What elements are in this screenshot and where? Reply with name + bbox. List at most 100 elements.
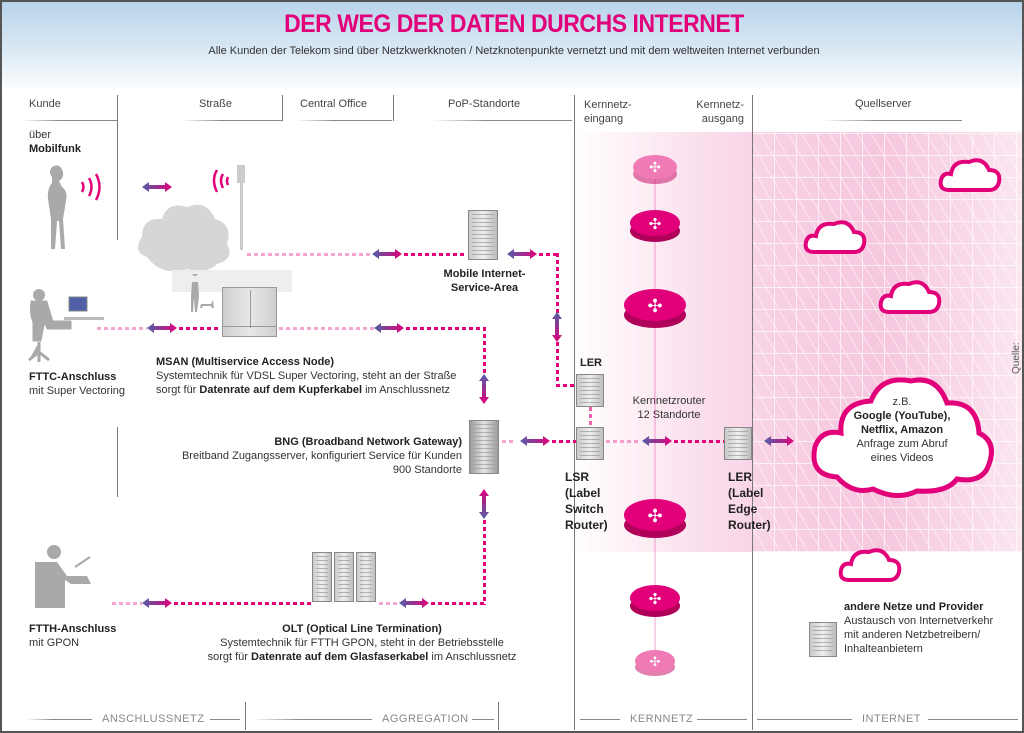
divider (22, 120, 117, 121)
bng-server-icon (469, 420, 499, 474)
lsr-server-icon (576, 427, 604, 460)
connection-line (431, 602, 486, 605)
divider (297, 120, 392, 121)
col-kernnetz-ausgang: Kernnetz- ausgang (696, 99, 744, 125)
ler-top-label: LER (580, 357, 602, 369)
connection-line (539, 253, 559, 256)
footer-aggregation: AGGREGATION (382, 713, 469, 725)
olt-rack-icon (312, 552, 332, 602)
man-at-computer-figure (28, 289, 104, 362)
connection-line (379, 602, 399, 605)
bidirectional-arrow-icon (520, 436, 550, 446)
divider (182, 120, 282, 121)
divider (928, 719, 1018, 720)
divider (472, 719, 494, 720)
connection-line (483, 327, 486, 375)
divider (822, 120, 962, 121)
router-icon: ✣ (630, 585, 680, 617)
col-central-office: Central Office (300, 98, 368, 110)
olt-description: OLT (Optical Line Termination) Systemtec… (207, 623, 517, 663)
connection-line (279, 327, 374, 330)
cloud-icon (803, 220, 867, 254)
msan-cabinet-icon (222, 287, 277, 337)
router-icon: ✣ (624, 289, 686, 328)
connection-line (556, 253, 559, 313)
provider-server-icon (809, 622, 837, 657)
connection-line (404, 253, 467, 256)
col-kunde: Kunde (29, 98, 61, 110)
woman-phone-figure (47, 165, 101, 249)
mobile-area-server-icon (468, 210, 498, 260)
cloud-icon (878, 280, 942, 314)
mobile-area-label: Mobile Internet- Service-Area (443, 268, 526, 294)
source-note: Quelle: Deutsche Telekom (1011, 331, 1024, 374)
divider (117, 95, 118, 240)
router-icon: ✣ (624, 499, 686, 538)
col-kernnetz-eingang: Kernnetz- eingang (584, 99, 632, 125)
divider (432, 120, 572, 121)
divider (252, 719, 372, 720)
other-networks-text: andere Netze und Provider Austausch von … (844, 601, 994, 655)
cloud-icon (938, 158, 1002, 192)
bidirectional-arrow-icon (142, 598, 172, 608)
divider (27, 719, 92, 720)
col-quellserver: Quellserver (855, 98, 912, 110)
kernnetzrouter-label: Kernnetzrouter 12 Standorte (632, 395, 706, 421)
main-cloud-icon (811, 377, 994, 498)
router-icon: ✣ (630, 210, 680, 242)
connection-line (606, 440, 641, 443)
router-icon: ✣ (633, 155, 677, 184)
bidirectional-arrow-icon (147, 323, 177, 333)
msan-description: MSAN (Multiservice Access Node) Systemte… (156, 356, 457, 396)
customer-ftth-label: FTTH-Anschluss mit GPON (29, 623, 117, 649)
ler-edge-label: LER (Label Edge Router) (728, 470, 771, 532)
lsr-label: LSR (Label Switch Router) (565, 470, 608, 532)
person-in-armchair-figure (35, 545, 91, 608)
bidirectional-arrow-icon (399, 598, 429, 608)
footer-kernnetz: KERNNETZ (630, 713, 694, 725)
ler-top-server-icon (576, 374, 604, 407)
cell-tower-icon (212, 165, 245, 250)
divider (498, 702, 499, 730)
divider (580, 719, 620, 720)
bidirectional-arrow-icon (142, 182, 172, 192)
customer-mobil-label: über Mobilfunk (29, 129, 81, 155)
footer-internet: INTERNET (862, 713, 921, 725)
divider (210, 719, 240, 720)
bidirectional-arrow-icon (552, 312, 562, 342)
connection-line (112, 602, 142, 605)
bidirectional-arrow-icon (642, 436, 672, 446)
olt-rack-icon (334, 552, 354, 602)
bidirectional-arrow-icon (764, 436, 794, 446)
svg-text:✣: ✣ (649, 591, 662, 608)
bidirectional-arrow-icon (479, 489, 489, 519)
connection-line (552, 440, 576, 443)
divider (282, 95, 283, 121)
connection-line (247, 253, 372, 256)
divider (757, 719, 852, 720)
connection-line (97, 327, 147, 330)
divider (752, 95, 753, 730)
page-subtitle: Alle Kunden der Telekom sind über Netzkw… (208, 45, 820, 57)
connection-line (556, 384, 576, 387)
person-with-dog-icon (191, 274, 214, 312)
ler-edge-server-icon (724, 427, 752, 460)
col-pop: PoP-Standorte (448, 98, 521, 110)
connection-line (174, 602, 312, 605)
bidirectional-arrow-icon (372, 249, 402, 259)
connection-line (556, 342, 559, 384)
connection-line (674, 440, 724, 443)
houses-illustration (172, 270, 292, 292)
bidirectional-arrow-icon (374, 323, 404, 333)
connection-line (589, 407, 592, 427)
svg-text:✣: ✣ (647, 506, 662, 526)
connection-line (179, 327, 221, 330)
divider (245, 702, 246, 730)
divider (117, 427, 118, 497)
connection-line (483, 520, 486, 605)
core-router-chain: ✣ ✣ ✣ ✣ ✣ ✣ (624, 155, 686, 676)
cloud-icon (838, 548, 902, 582)
svg-text:✣: ✣ (649, 216, 662, 233)
bidirectional-arrow-icon (507, 249, 537, 259)
router-icon: ✣ (635, 650, 675, 676)
